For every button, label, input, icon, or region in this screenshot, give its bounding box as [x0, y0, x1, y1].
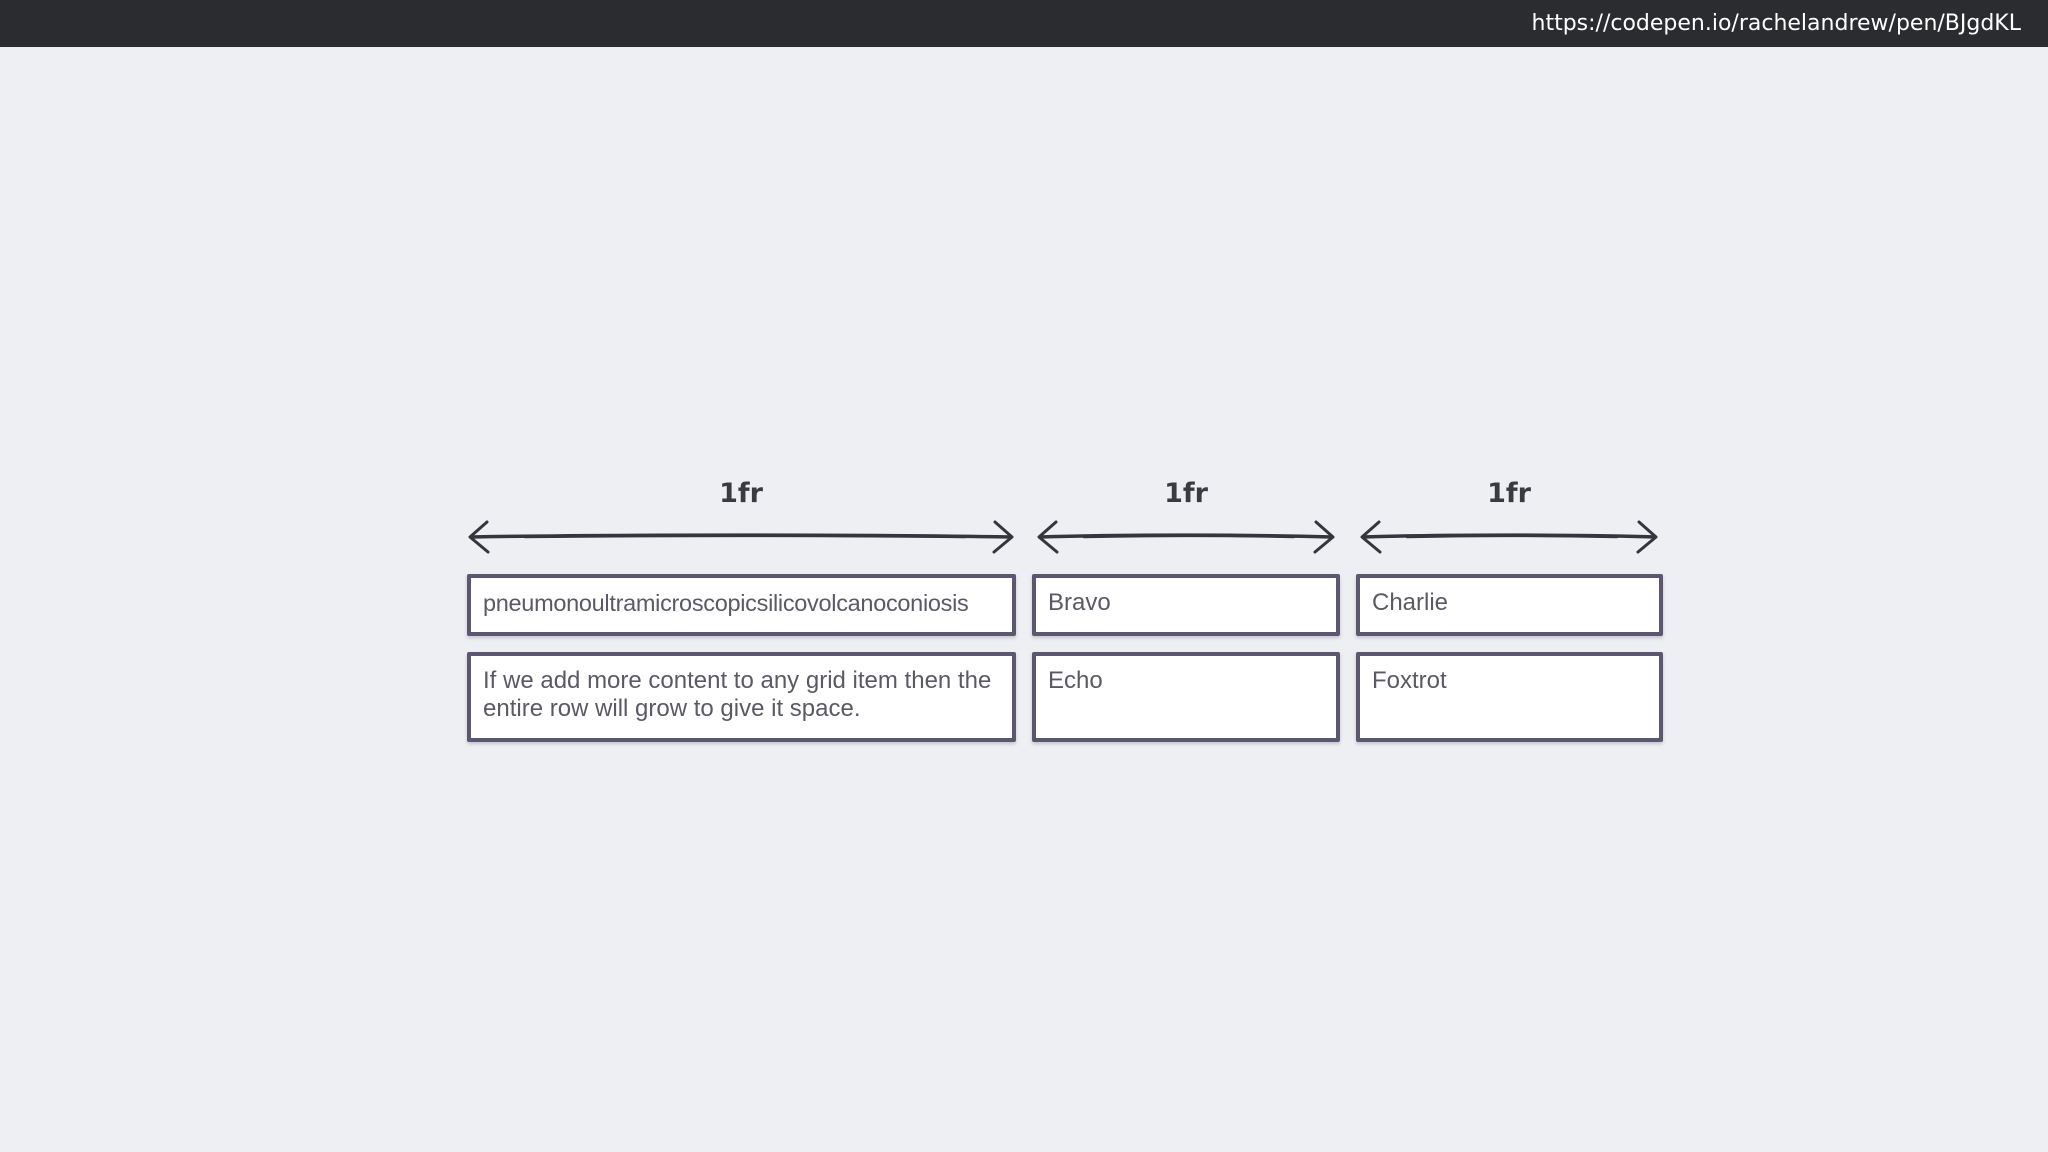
grid-item-4-text: If we add more content to any grid item …	[483, 667, 992, 722]
column-2-label: 1fr	[1164, 478, 1208, 509]
grid-item-2: Bravo	[1032, 574, 1340, 636]
grid-item-5: Echo	[1032, 652, 1340, 742]
grid-item-3: Charlie	[1356, 574, 1663, 636]
grid-item-3-text: Charlie	[1372, 589, 1449, 616]
grid-item-6-text: Foxtrot	[1372, 667, 1447, 694]
grid-item-6: Foxtrot	[1356, 652, 1663, 742]
column-3-width-arrow	[1357, 518, 1661, 556]
grid-item-5-text: Echo	[1048, 667, 1103, 694]
grid-item-1-text: pneumonoultramicroscopicsilicovolcanocon…	[483, 590, 969, 616]
grid-item-1: pneumonoultramicroscopicsilicovolcanocon…	[467, 574, 1016, 636]
grid-item-2-text: Bravo	[1048, 589, 1111, 616]
top-bar: https://codepen.io/rachelandrew/pen/BJgd…	[0, 0, 2048, 47]
source-url[interactable]: https://codepen.io/rachelandrew/pen/BJgd…	[1531, 11, 2022, 36]
column-1-label: 1fr	[719, 478, 763, 509]
column-2-width-arrow	[1034, 518, 1338, 556]
column-3-label: 1fr	[1487, 478, 1531, 509]
column-1-width-arrow	[465, 518, 1017, 556]
grid-item-4: If we add more content to any grid item …	[467, 652, 1016, 742]
